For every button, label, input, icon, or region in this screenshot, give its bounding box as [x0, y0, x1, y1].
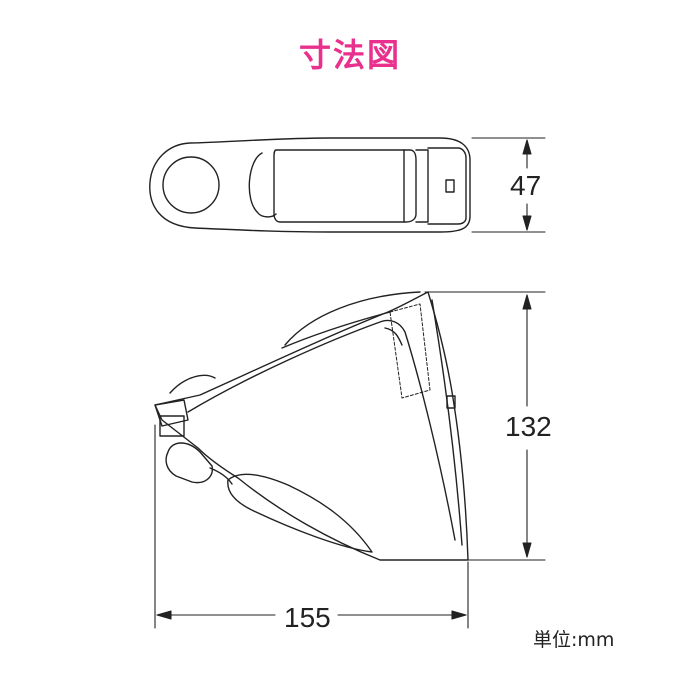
body-inner-edge-2	[384, 327, 403, 346]
side-button	[446, 395, 456, 409]
lever-box	[159, 415, 185, 437]
drawing-title: 寸法図	[298, 36, 401, 74]
rear-dome	[284, 291, 421, 346]
dimension-155-lines	[154, 424, 469, 629]
dimension-depth-label: 47	[510, 170, 542, 201]
dimension-width-label: 155	[280, 603, 335, 633]
top-button	[445, 179, 455, 193]
spout-nozzle	[165, 442, 213, 484]
tip-end	[427, 147, 467, 225]
main-body	[154, 291, 469, 561]
dimension-height-label: 132	[505, 411, 552, 442]
hidden-panel-dashed	[389, 303, 431, 399]
dimension-47-lines	[471, 137, 546, 233]
top-view-outline	[149, 137, 471, 233]
lower-head	[227, 473, 373, 553]
top-view	[149, 137, 471, 233]
spout-joint	[209, 467, 233, 485]
top-panel-curve	[248, 152, 277, 218]
tip-block	[415, 149, 429, 223]
body-inner-edge-1	[187, 319, 456, 541]
spout-head-top	[273, 149, 417, 223]
side-view	[154, 291, 469, 561]
unit-label: 単位:mm	[533, 629, 615, 651]
lever-ring	[162, 156, 220, 214]
dimension-132-lines	[424, 291, 546, 561]
body-front-edge	[431, 299, 463, 546]
lever-knob	[169, 374, 216, 394]
